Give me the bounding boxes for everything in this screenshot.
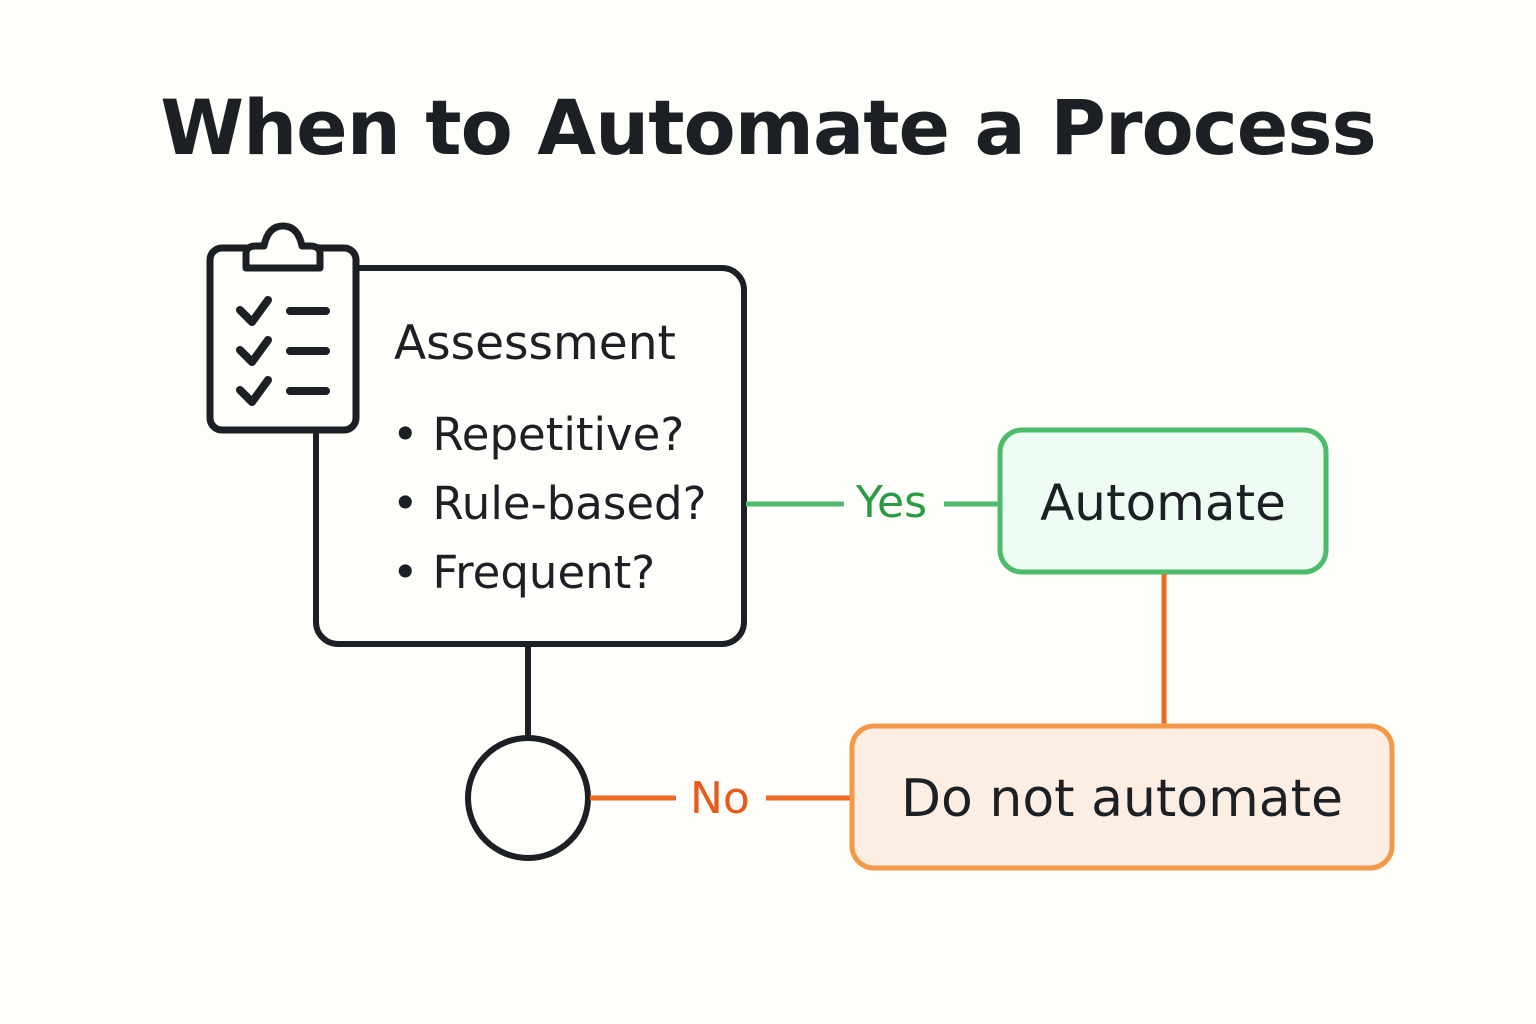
assessment-heading: Assessment: [394, 316, 676, 371]
diagram-title: When to Automate a Process: [160, 83, 1377, 172]
decision-circle: [465, 735, 591, 861]
automate-label: Automate: [1040, 474, 1286, 532]
no-branch-label: No: [690, 773, 750, 824]
do-not-automate-box: [849, 723, 1395, 871]
automate-box: [997, 427, 1329, 575]
yes-branch-label: Yes: [856, 477, 928, 528]
do-not-automate-label: Do not automate: [901, 769, 1343, 829]
criterion-repetitive: Repetitive?: [392, 412, 685, 457]
criterion-frequent: Frequent?: [392, 550, 656, 595]
criterion-rule-based: Rule-based?: [392, 481, 707, 526]
clipboard-checklist-icon: [206, 222, 360, 434]
